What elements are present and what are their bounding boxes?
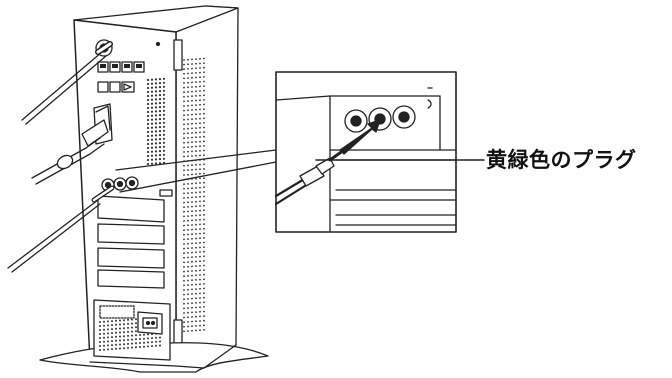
lan-port xyxy=(121,81,135,93)
zoom-plug-body xyxy=(299,165,325,187)
callout-label: 黄緑色のプラグ xyxy=(486,148,637,172)
ps2-cable xyxy=(21,51,103,121)
zoom-cable xyxy=(274,176,308,198)
insert-arrow xyxy=(339,119,381,155)
usb-port-6 xyxy=(109,81,121,93)
rear-io-panel xyxy=(93,39,173,361)
vga-plug xyxy=(81,119,109,147)
audio-cable xyxy=(7,199,99,269)
expansion-slot-3 xyxy=(97,247,165,269)
cable-ferrite xyxy=(56,154,74,170)
screw xyxy=(155,41,161,47)
psu-vent-row xyxy=(99,305,135,319)
expansion-slot-1 xyxy=(97,195,165,223)
cables xyxy=(7,41,115,273)
side-vent-grid xyxy=(183,57,205,333)
zoom-leader-bottom xyxy=(119,161,277,193)
zoom-frame xyxy=(275,71,457,233)
tower-side-panel xyxy=(175,5,239,369)
side-latch-top xyxy=(173,39,183,71)
expansion-slot-2 xyxy=(97,223,165,245)
small-port xyxy=(159,189,173,197)
zoom-leaders xyxy=(115,149,277,193)
zoom-leader-top xyxy=(115,149,277,171)
usb-port-5 xyxy=(97,81,109,93)
expansion-slot-4 xyxy=(97,269,165,289)
back-vent-dots xyxy=(146,77,166,166)
zoom-inset xyxy=(274,71,485,233)
